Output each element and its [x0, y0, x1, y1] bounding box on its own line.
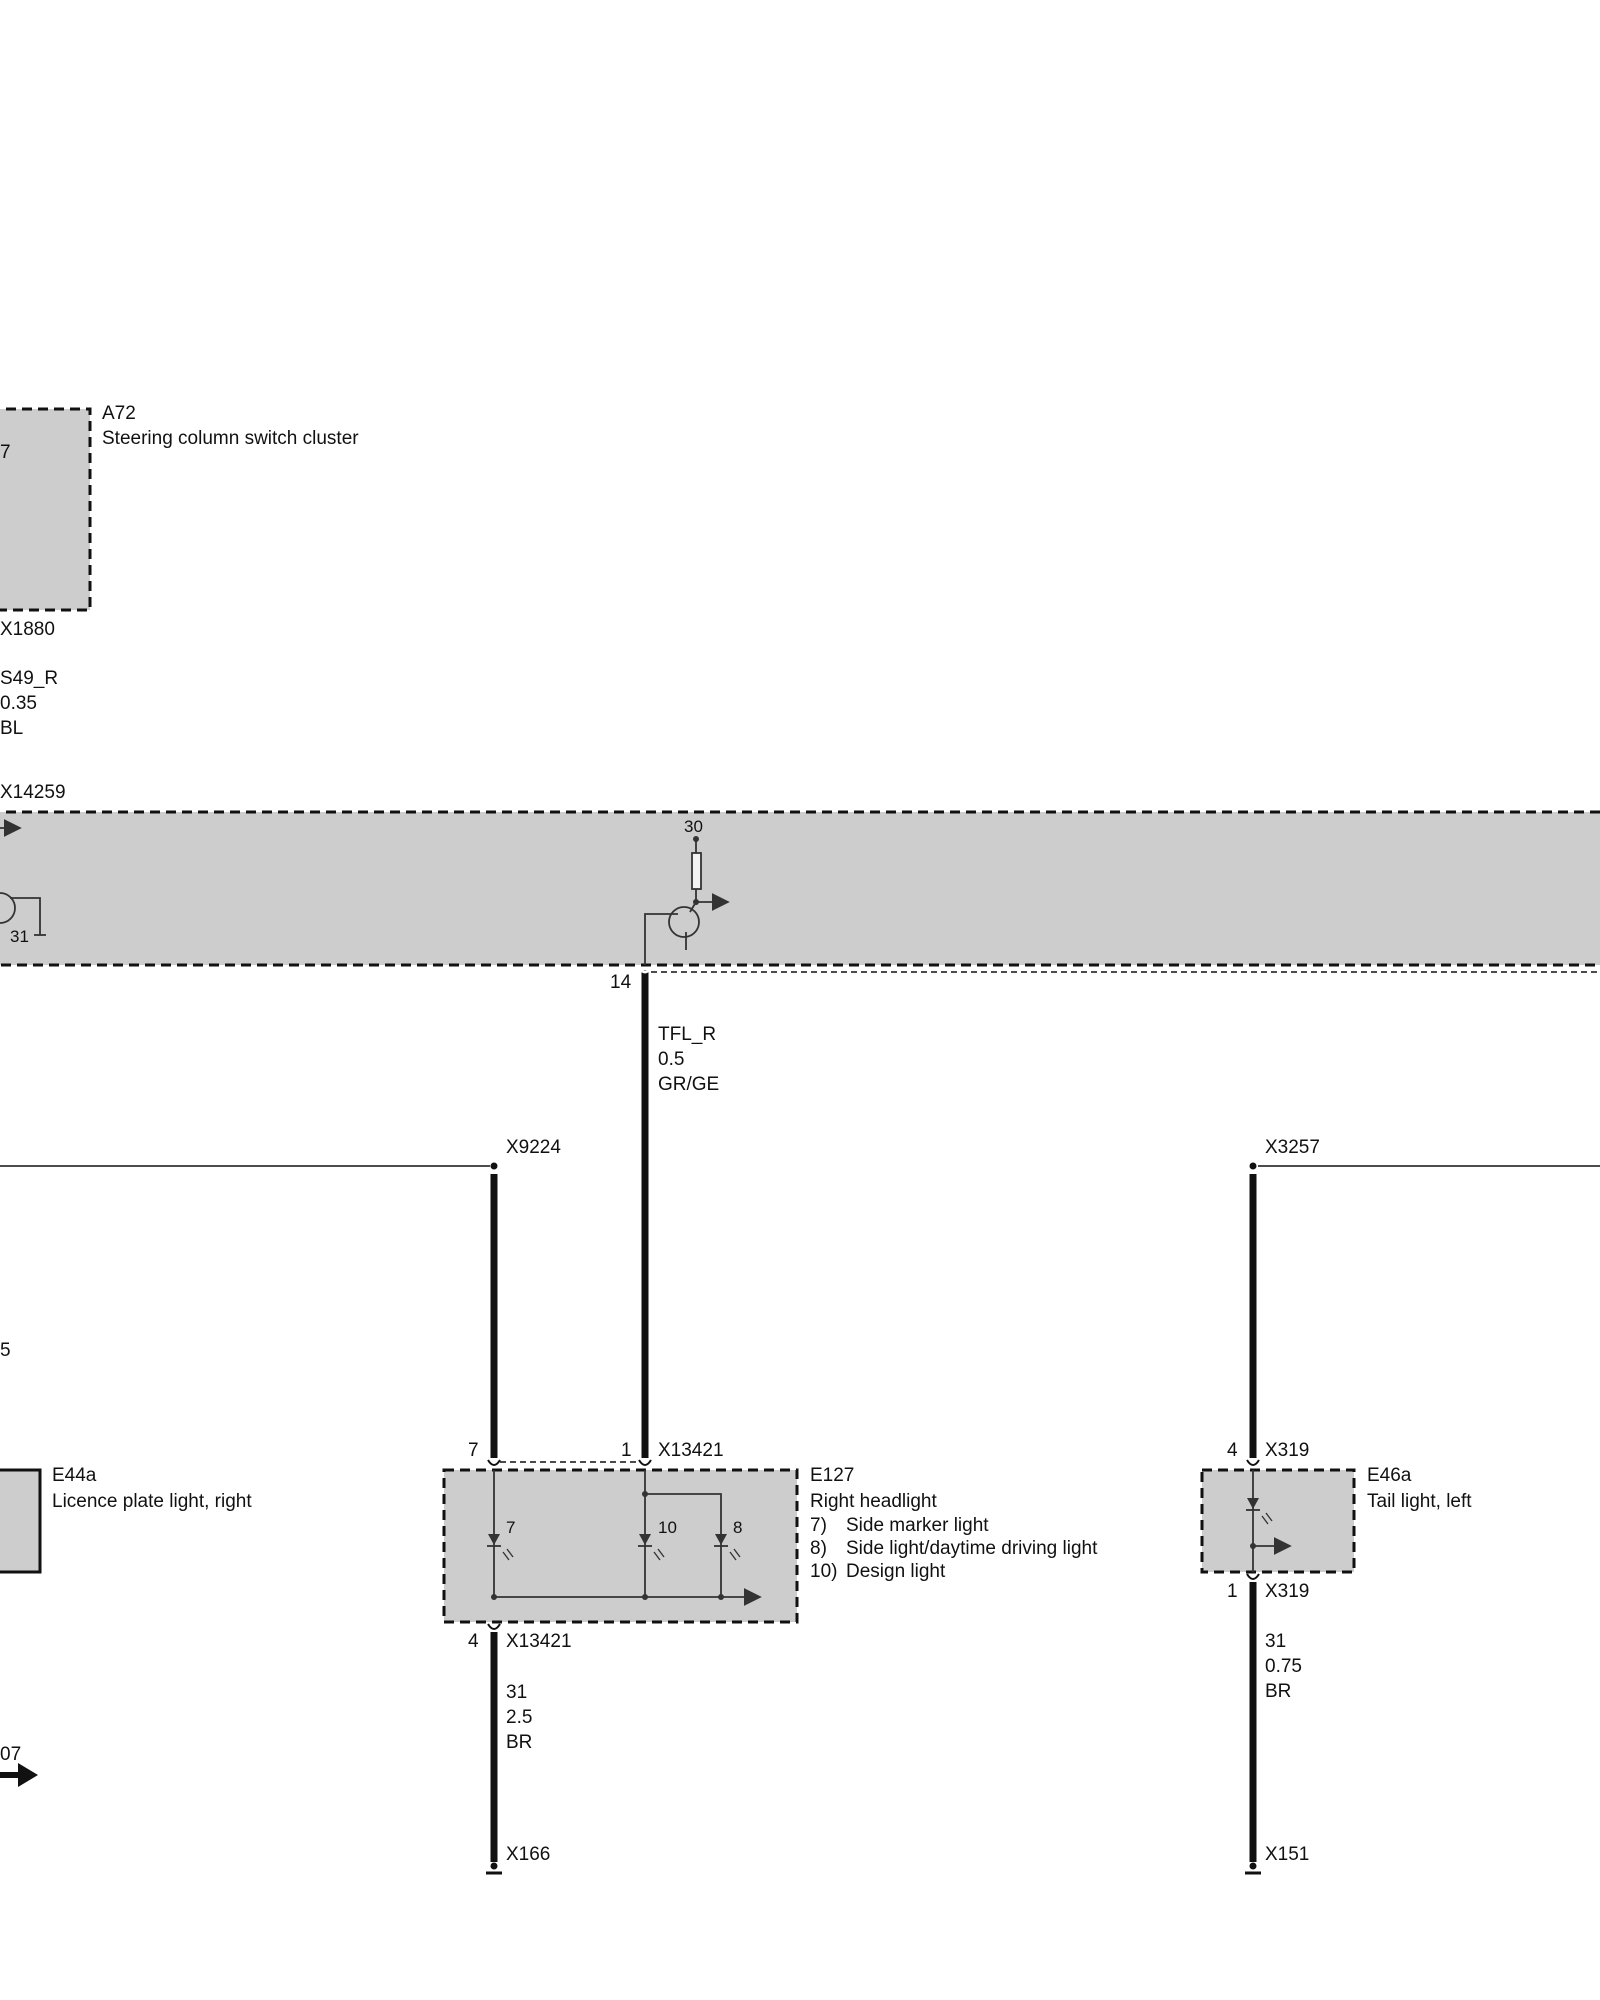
wire-e46a-ground-label: 31 0.75 BR: [1265, 1631, 1302, 1702]
e46a-module: 4 X319 E46a Tail light, left 1 X319: [1200, 1440, 1472, 1602]
wire-e46a-ground-name: 31: [1265, 1631, 1286, 1652]
a72-pin: 7: [0, 442, 11, 463]
e127-item-10-num: 10): [810, 1561, 837, 1582]
ground-icon: [1245, 1862, 1261, 1875]
e127-pin-bottom: 4: [468, 1631, 479, 1652]
e127-name: Right headlight: [810, 1491, 937, 1512]
led-icon: [638, 1534, 665, 1561]
fragment-5: 5: [0, 1340, 11, 1361]
a72-ref: A72: [102, 403, 136, 424]
e127-item-8-text: Side light/daytime driving light: [846, 1538, 1098, 1559]
ground-icon: [486, 1862, 502, 1875]
e127-item-7-num: 7): [810, 1515, 827, 1536]
e127-module: 7 1 X13421 7 10: [442, 1440, 1098, 1652]
x14259-module: X14259 30 31 30: [0, 782, 1600, 967]
e127-item-7-text: Side marker light: [846, 1515, 989, 1536]
resistor-icon: [691, 852, 702, 890]
e127-led-10: 10: [658, 1518, 677, 1537]
fragment-07: 07: [0, 1744, 21, 1765]
e44a-module: E44a Licence plate light, right: [0, 1465, 252, 1574]
e127-ground-point: X166: [506, 1844, 550, 1865]
e127-led-8: 8: [733, 1518, 742, 1537]
wire-s49-size: 0.35: [0, 693, 37, 714]
wire-tfl-size: 0.5: [658, 1049, 684, 1070]
e127-item-8-num: 8): [810, 1538, 827, 1559]
a72-connector: X1880: [0, 619, 55, 640]
wire-e127-ground-name: 31: [506, 1682, 527, 1703]
x3257-label: X3257: [1265, 1137, 1320, 1158]
wire-e127-ground-label: 31 2.5 BR: [506, 1682, 532, 1753]
e127-item-10-text: Design light: [846, 1561, 946, 1582]
x9224-label: X9224: [506, 1137, 561, 1158]
wire-s49-label: S49_R 0.35 BL: [0, 668, 58, 739]
e127-led-7: 7: [506, 1518, 515, 1537]
transistor-icon: [668, 906, 700, 938]
wire-e127-ground-color: BR: [506, 1732, 532, 1753]
wire-e127-ground-size: 2.5: [506, 1707, 532, 1728]
transistor-lead: [10, 897, 41, 935]
e127-pin-top-right: 1: [621, 1440, 632, 1461]
wire-tfl-color: GR/GE: [658, 1074, 719, 1095]
x14259-ground-31: 31: [10, 927, 29, 946]
a72-module: A72 Steering column switch cluster 7 X18…: [0, 403, 359, 640]
e127-connector-bottom: X13421: [506, 1631, 572, 1652]
transistor-icon: [0, 892, 16, 924]
e127-ref: E127: [810, 1465, 854, 1486]
wire-tfl-label: TFL_R 0.5 GR/GE: [658, 1024, 719, 1095]
wire-e46a-ground-size: 0.75: [1265, 1656, 1302, 1677]
wire-e46a-ground-color: BR: [1265, 1681, 1291, 1702]
wire-s49-name: S49_R: [0, 668, 58, 689]
splice-node-icon: [490, 1162, 498, 1170]
e46a-pin-bottom: 1: [1227, 1581, 1238, 1602]
x3257-splice: X3257: [1249, 1137, 1600, 1458]
x14259-pin-30: 30: [684, 817, 703, 836]
led-icon: [714, 1534, 741, 1561]
x9224-splice: X9224: [0, 1137, 561, 1458]
wire-tfl-name: TFL_R: [658, 1024, 716, 1045]
e44a-ref: E44a: [52, 1465, 97, 1486]
e46a-connector-top: X319: [1265, 1440, 1309, 1461]
splice-node-icon: [1249, 1162, 1257, 1170]
e127-pin-top-left: 7: [468, 1440, 479, 1461]
x14259-pin-14: 14: [610, 972, 632, 993]
e46a-ref: E46a: [1367, 1465, 1412, 1486]
wire-s49-color: BL: [0, 718, 23, 739]
e44a-name: Licence plate light, right: [52, 1491, 252, 1512]
led-icon: [1246, 1498, 1273, 1525]
e46a-connector-bottom: X319: [1265, 1581, 1309, 1602]
e46a-ground-point: X151: [1265, 1844, 1309, 1865]
x14259-connector: X14259: [0, 782, 66, 803]
e46a-name: Tail light, left: [1367, 1491, 1472, 1512]
e46a-pin-top: 4: [1227, 1440, 1238, 1461]
led-icon: [487, 1534, 514, 1561]
e127-connector-top: X13421: [658, 1440, 724, 1461]
a72-name: Steering column switch cluster: [102, 428, 359, 449]
